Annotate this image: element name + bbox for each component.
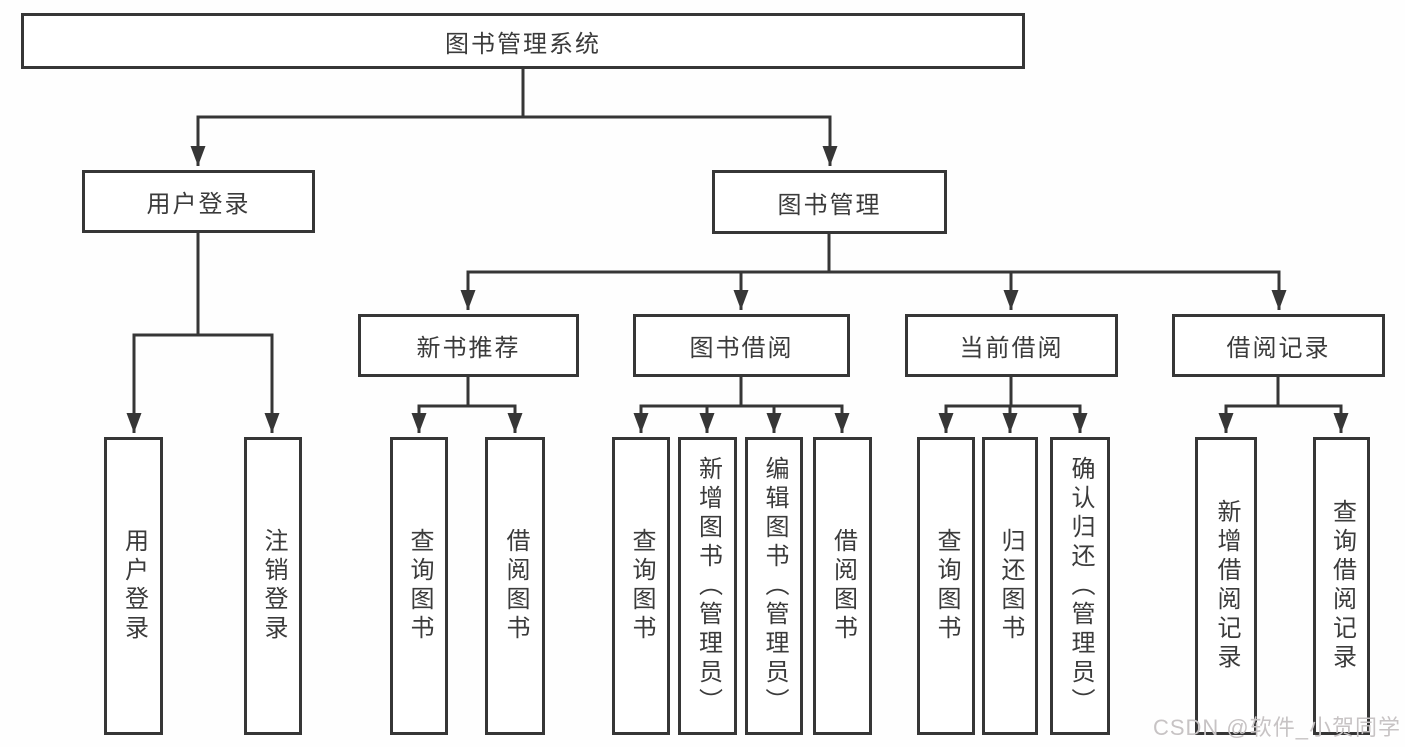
node-new-book-recommend-label: 新书推荐 <box>416 335 521 362</box>
leaf-query-books-recommend: 查询图书 <box>390 437 448 735</box>
node-user-login-label: 用户登录 <box>146 191 251 218</box>
leaf-return-books: 归还图书 <box>982 437 1038 735</box>
leaf-borrow-books: 借阅图书 <box>813 437 872 735</box>
node-library-management-system-label: 图书管理系统 <box>445 30 601 58</box>
node-current-borrow: 当前借阅 <box>905 314 1118 377</box>
node-borrow-records: 借阅记录 <box>1172 314 1385 377</box>
leaf-borrow-books-recommend-label: 借阅图书 <box>502 528 529 644</box>
node-borrow-records-label: 借阅记录 <box>1226 335 1331 362</box>
leaf-confirm-return-admin-label: 确认归还（管理员） <box>1067 455 1094 717</box>
leaf-edit-books-admin-label: 编辑图书（管理员） <box>761 455 788 717</box>
leaf-return-books-label: 归还图书 <box>997 528 1024 644</box>
node-current-borrow-label: 当前借阅 <box>959 335 1064 362</box>
leaf-add-borrow-record-label: 新增借阅记录 <box>1213 499 1240 673</box>
leaf-user-login: 用户登录 <box>104 437 163 735</box>
leaf-query-borrow-record: 查询借阅记录 <box>1313 437 1370 735</box>
leaf-borrow-books-label: 借阅图书 <box>829 528 857 644</box>
leaf-add-books-admin-label: 新增图书（管理员） <box>694 455 722 717</box>
leaf-query-books-recommend-label: 查询图书 <box>406 528 433 644</box>
leaf-add-books-admin: 新增图书（管理员） <box>678 437 737 735</box>
csdn-watermark: CSDN @软件_小贺同学 <box>1152 715 1401 740</box>
leaf-query-borrow-record-label: 查询借阅记录 <box>1328 499 1356 673</box>
leaf-edit-books-admin: 编辑图书（管理员） <box>745 437 803 735</box>
leaf-logout: 注销登录 <box>244 437 302 735</box>
leaf-user-login-label: 用户登录 <box>120 528 148 644</box>
node-library-management-system: 图书管理系统 <box>21 13 1025 69</box>
leaf-logout-label: 注销登录 <box>260 528 287 644</box>
node-book-management-label: 图书管理 <box>777 191 882 219</box>
leaf-add-borrow-record: 新增借阅记录 <box>1195 437 1257 735</box>
leaf-query-books-borrow: 查询图书 <box>612 437 670 735</box>
node-new-book-recommend: 新书推荐 <box>358 314 579 377</box>
node-book-management: 图书管理 <box>712 170 947 234</box>
leaf-borrow-books-recommend: 借阅图书 <box>485 437 545 735</box>
leaf-query-books-current: 查询图书 <box>917 437 975 735</box>
node-book-borrow: 图书借阅 <box>633 314 850 377</box>
leaf-query-books-current-label: 查询图书 <box>933 528 960 644</box>
leaf-query-books-borrow-label: 查询图书 <box>628 528 655 644</box>
leaf-confirm-return-admin: 确认归还（管理员） <box>1050 437 1110 735</box>
node-user-login: 用户登录 <box>82 170 315 233</box>
node-book-borrow-label: 图书借阅 <box>689 335 794 362</box>
